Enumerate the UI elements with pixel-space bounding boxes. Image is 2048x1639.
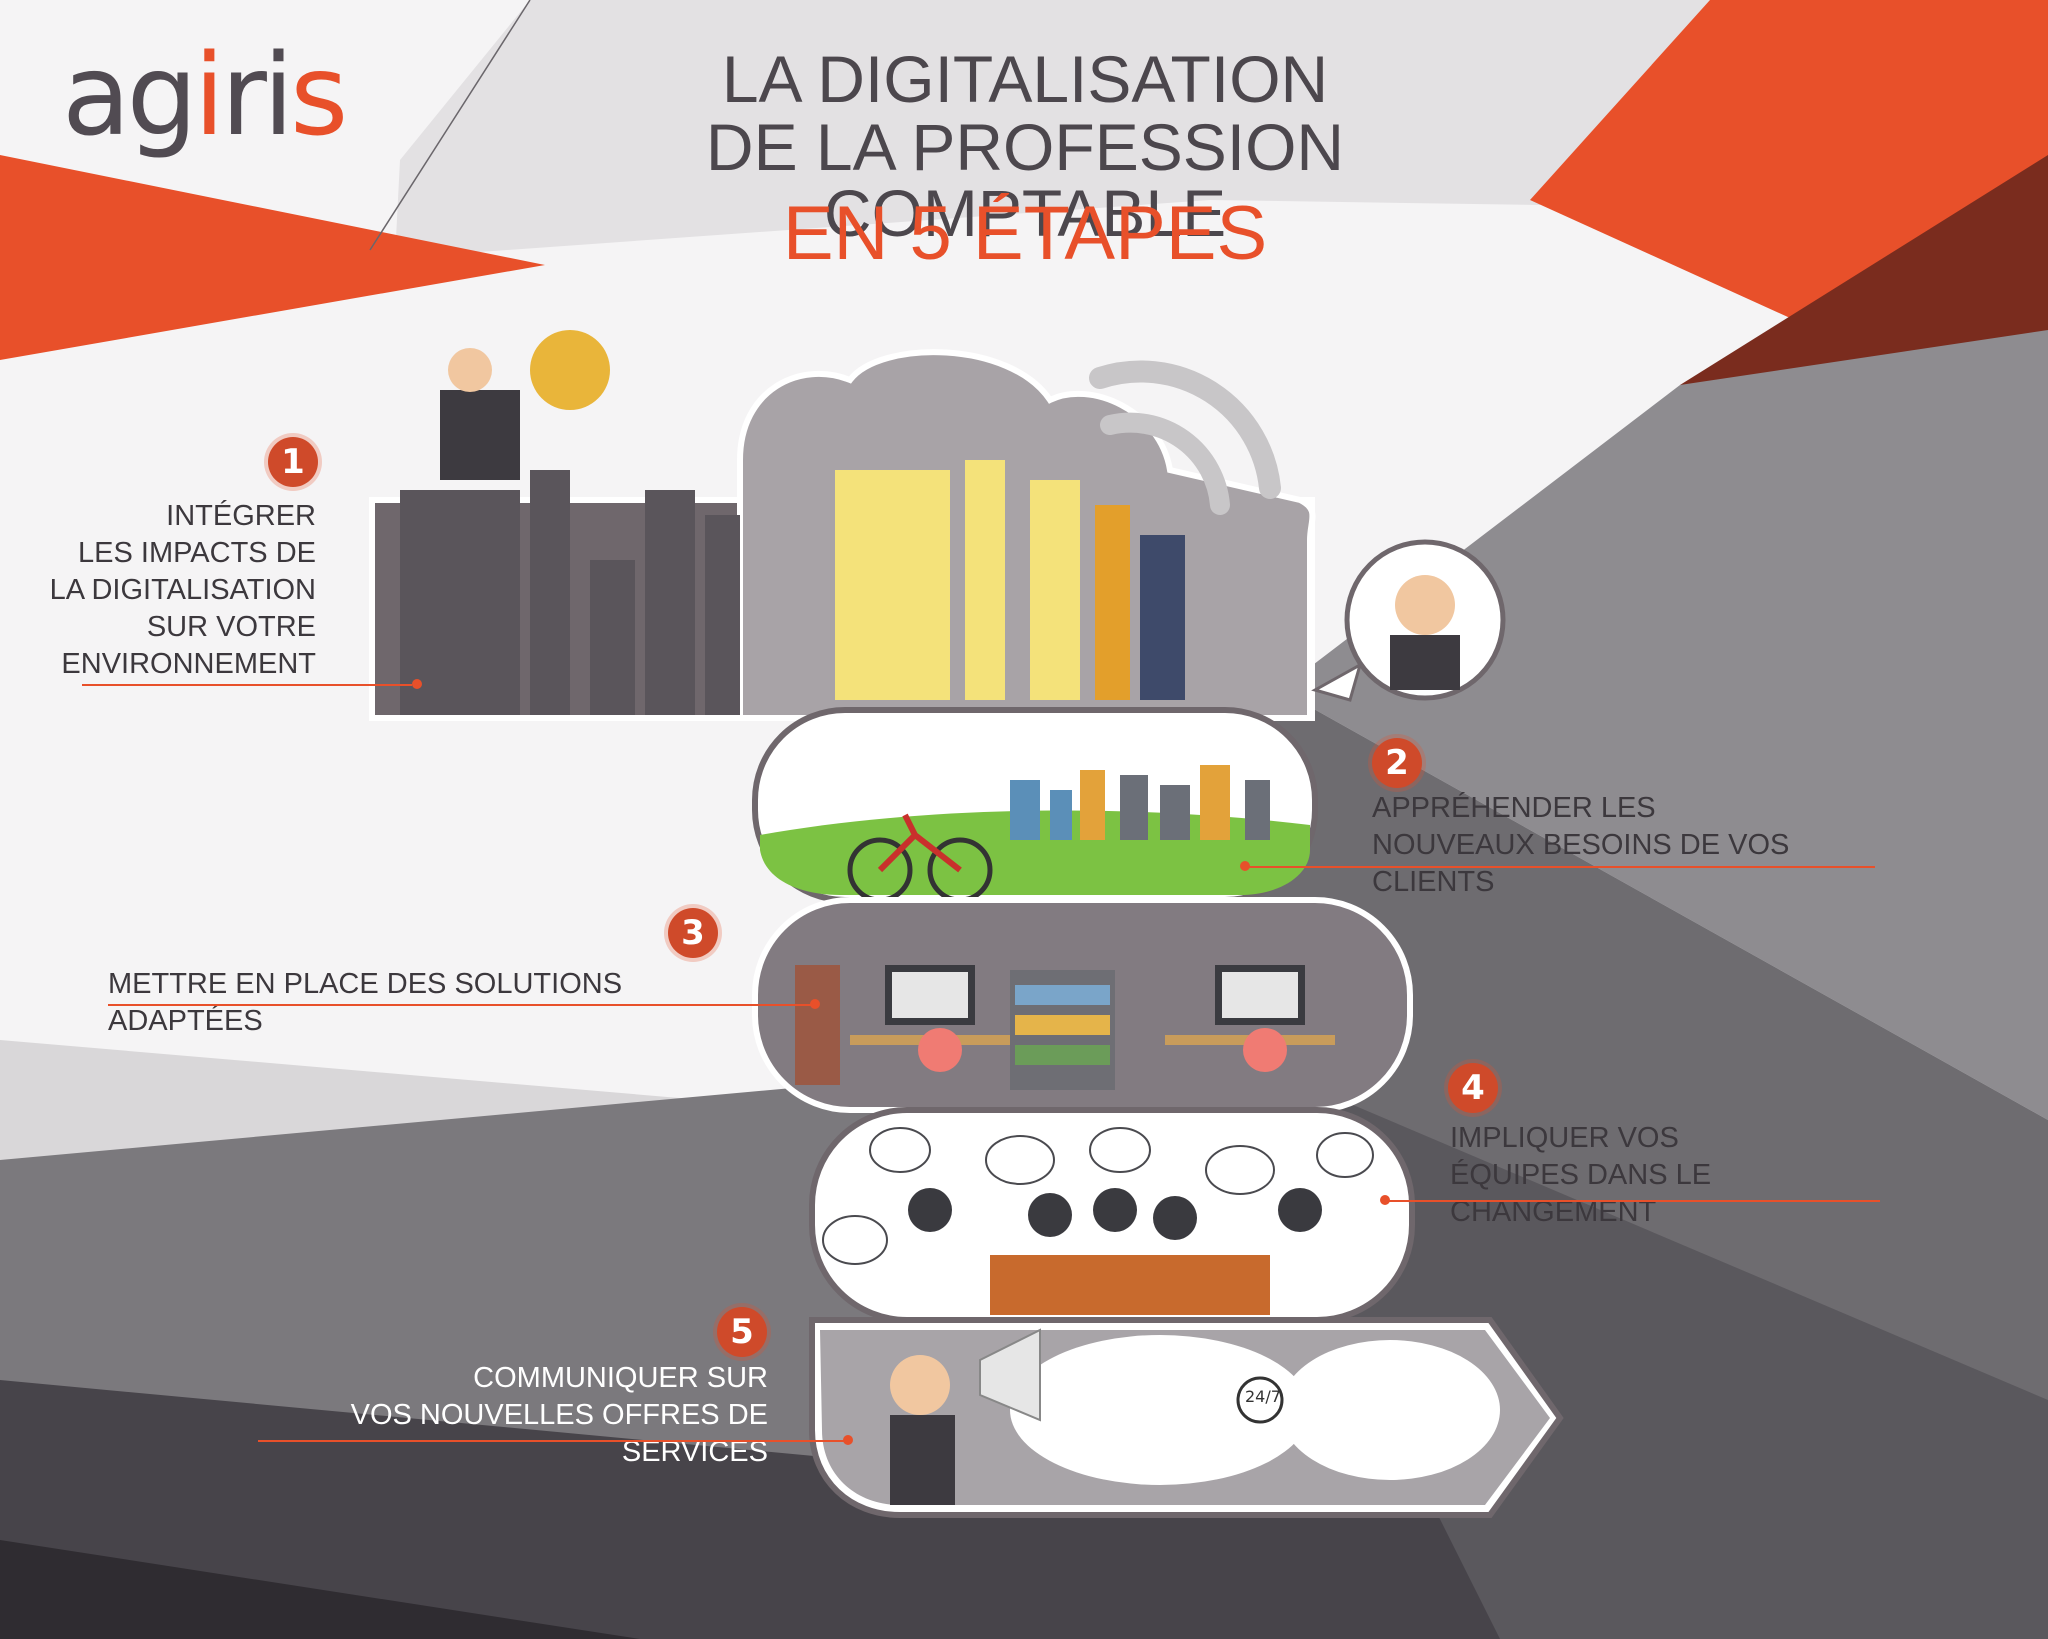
step-1-line-1: INTÉGRER xyxy=(166,500,316,532)
step-5-line-2: VOS NOUVELLES OFFRES DE SERVICES xyxy=(350,1399,768,1468)
step-1-dot xyxy=(412,679,422,689)
step-2-dot xyxy=(1240,861,1250,871)
step-5-dot xyxy=(843,1435,853,1445)
step-5-number: 5 xyxy=(717,1307,767,1357)
agiris-logo: agiris xyxy=(62,31,348,161)
step-4-dot xyxy=(1380,1195,1390,1205)
step-1-label: INTÉGRER LES IMPACTS DE LA DIGITALISATIO… xyxy=(40,498,316,683)
step-5-line-1: COMMUNIQUER SUR xyxy=(473,1362,768,1394)
step-3-number: 3 xyxy=(668,908,718,958)
step1-panel xyxy=(369,330,1316,721)
step-4-line-1: IMPLIQUER VOS xyxy=(1450,1122,1679,1154)
step-5-underline xyxy=(258,1440,848,1442)
step2-panel xyxy=(752,707,1318,903)
step-3-underline xyxy=(108,1004,813,1006)
title-line-1: LA DIGITALISATION xyxy=(721,42,1329,116)
step-3-line-1: METTRE EN PLACE DES SOLUTIONS ADAPTÉES xyxy=(108,968,623,1037)
clock-icon: 24/7 xyxy=(1245,1387,1281,1406)
step-4-line-2: ÉQUIPES DANS LE CHANGEMENT xyxy=(1450,1159,1712,1228)
step-3-dot xyxy=(810,999,820,1009)
step-2-line-2: NOUVEAUX BESOINS DE VOS CLIENTS xyxy=(1372,829,1790,898)
step-2-number: 2 xyxy=(1372,738,1422,788)
step-1-line-5: ENVIRONNEMENT xyxy=(61,648,316,680)
step3-panel xyxy=(752,897,1413,1113)
title-line-3: EN 5 ÉTAPES xyxy=(782,191,1268,276)
step-2-label: APPRÉHENDER LES NOUVEAUX BESOINS DE VOS … xyxy=(1372,790,1892,901)
step4-panel xyxy=(809,1107,1415,1323)
phone-person-circle xyxy=(1311,539,1506,702)
step-4-label: IMPLIQUER VOS ÉQUIPES DANS LE CHANGEMENT xyxy=(1450,1120,1910,1231)
step-5-label: COMMUNIQUER SUR VOS NOUVELLES OFFRES DE … xyxy=(220,1360,768,1471)
title-line-2: DE LA PROFESSION COMPTABLE xyxy=(705,110,1345,250)
step-2-line-1: APPRÉHENDER LES xyxy=(1372,792,1656,824)
step-1-underline xyxy=(82,684,412,686)
step-1-line-3: LA DIGITALISATION xyxy=(49,574,316,606)
step-1-number: 1 xyxy=(268,437,318,487)
step-4-number: 4 xyxy=(1448,1063,1498,1113)
step-1-line-2: LES IMPACTS DE xyxy=(78,537,316,569)
step5-panel xyxy=(809,1317,1564,1518)
step-2-underline xyxy=(1245,866,1875,868)
step-1-line-4: SUR VOTRE xyxy=(146,611,316,643)
step-4-underline xyxy=(1385,1200,1880,1202)
step-3-label: METTRE EN PLACE DES SOLUTIONS ADAPTÉES xyxy=(108,966,728,1040)
